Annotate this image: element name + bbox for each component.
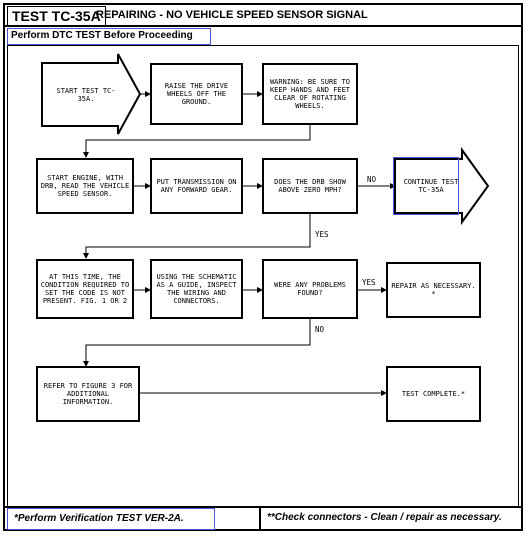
start-test-box: START TEST TC-35A.: [56, 87, 116, 103]
continue-highlight: [393, 157, 459, 215]
no-label-2: NO: [315, 325, 325, 334]
footer-left-note: *Perform Verification TEST VER-2A.: [7, 508, 215, 530]
put-transmission-box: PUT TRANSMISSION ON ANY FORWARD GEAR.: [150, 158, 243, 214]
yes-label-1: YES: [315, 230, 329, 239]
continue-test-box: CONTINUE TEST TC-35A: [403, 178, 459, 194]
test-id: TEST TC-35A: [7, 6, 106, 26]
start-engine-box: START ENGINE, WITH DRB, READ THE VEHICLE…: [36, 158, 134, 214]
raise-wheels-box: RAISE THE DRIVE WHEELS OFF THE GROUND.: [150, 63, 243, 125]
header-bar: [3, 3, 523, 27]
yes-label-2: YES: [362, 278, 376, 287]
refer-figure-box: REFER TO FIGURE 3 FOR ADDITIONAL INFORMA…: [36, 366, 140, 422]
repair-box: REPAIR AS NECESSARY. *: [386, 262, 481, 318]
warning-box: WARNING: BE SURE TO KEEP HANDS AND FEET …: [262, 63, 358, 125]
no-label-1: NO: [367, 175, 377, 184]
subtitle: Perform DTC TEST Before Proceeding: [7, 28, 211, 45]
footer-divider: [3, 506, 523, 508]
test-complete-box: TEST COMPLETE.*: [386, 366, 481, 422]
page-frame: [3, 3, 523, 531]
start-arrow-shape: [41, 53, 142, 135]
problems-question-box: WERE ANY PROBLEMS FOUND?: [262, 259, 358, 319]
drb-question-box: DOES THE DRB SHOW ABOVE ZERO MPH?: [262, 158, 358, 214]
schematic-box: USING THE SCHEMATIC AS A GUIDE, INSPECT …: [150, 259, 243, 319]
continue-arrow-shape: [394, 146, 490, 226]
footer-right-note: **Check connectors - Clean / repair as n…: [259, 508, 519, 530]
page-title: REPAIRING - NO VEHICLE SPEED SENSOR SIGN…: [96, 9, 368, 21]
condition-box: AT THIS TIME, THE CONDITION REQUIRED TO …: [36, 259, 134, 319]
